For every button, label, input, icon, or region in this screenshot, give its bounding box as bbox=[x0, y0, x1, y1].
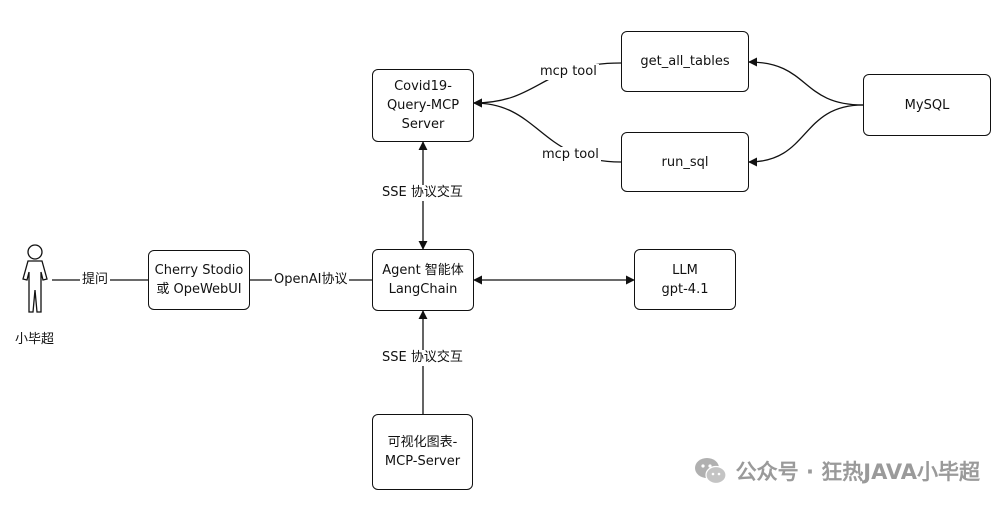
node-covid-line3: Server bbox=[401, 117, 445, 132]
node-client[interactable]: Cherry Stodio 或 OpeWebUI bbox=[148, 250, 250, 310]
node-run-sql-label: run_sql bbox=[661, 154, 709, 170]
node-client-line2: 或 OpeWebUI bbox=[156, 282, 242, 297]
edge-label-openai: OpenAI协议 bbox=[272, 272, 350, 288]
watermark-text: 公众号 · 狂热JAVA小毕超 bbox=[735, 460, 980, 484]
node-chart-server[interactable]: 可视化图表- MCP-Server bbox=[372, 414, 473, 490]
node-agent-line2: LangChain bbox=[388, 282, 458, 297]
edge-label-ask: 提问 bbox=[80, 272, 111, 288]
wechat-icon bbox=[694, 458, 727, 485]
actor-label: 小毕超 bbox=[15, 332, 55, 347]
edge-label-sse-top: SSE 协议交互 bbox=[380, 185, 465, 201]
node-client-line1: Cherry Stodio bbox=[154, 263, 244, 278]
node-llm-line2: gpt-4.1 bbox=[661, 281, 709, 297]
edge-label-mcp-tool-1: mcp tool bbox=[538, 64, 599, 80]
node-mysql-label: MySQL bbox=[904, 97, 950, 113]
node-mysql[interactable]: MySQL bbox=[863, 74, 991, 136]
node-chart-line2: MCP-Server bbox=[384, 454, 461, 469]
edge-label-sse-bottom: SSE 协议交互 bbox=[380, 350, 465, 366]
node-covid-line2: Query-MCP bbox=[386, 98, 460, 113]
node-chart-line1: 可视化图表- bbox=[387, 435, 458, 450]
edge-mysql-get-all-tables bbox=[748, 57, 864, 106]
node-run-sql[interactable]: run_sql bbox=[621, 132, 749, 192]
watermark: 公众号 · 狂热JAVA小毕超 bbox=[694, 456, 980, 486]
node-covid-server[interactable]: Covid19- Query-MCP Server bbox=[372, 69, 474, 142]
edge-mysql-run-sql bbox=[748, 104, 864, 167]
node-agent-line1: Agent 智能体 bbox=[382, 263, 464, 278]
node-get-all-tables[interactable]: get_all_tables bbox=[621, 31, 749, 92]
node-agent[interactable]: Agent 智能体 LangChain bbox=[372, 249, 474, 311]
edge-label-mcp-tool-2: mcp tool bbox=[540, 147, 601, 163]
node-get-all-tables-label: get_all_tables bbox=[640, 54, 730, 69]
node-llm-line1: LLM bbox=[672, 262, 698, 278]
user-actor-icon bbox=[22, 244, 48, 313]
node-llm[interactable]: LLM gpt-4.1 bbox=[634, 249, 736, 310]
node-covid-line1: Covid19- bbox=[394, 79, 452, 94]
